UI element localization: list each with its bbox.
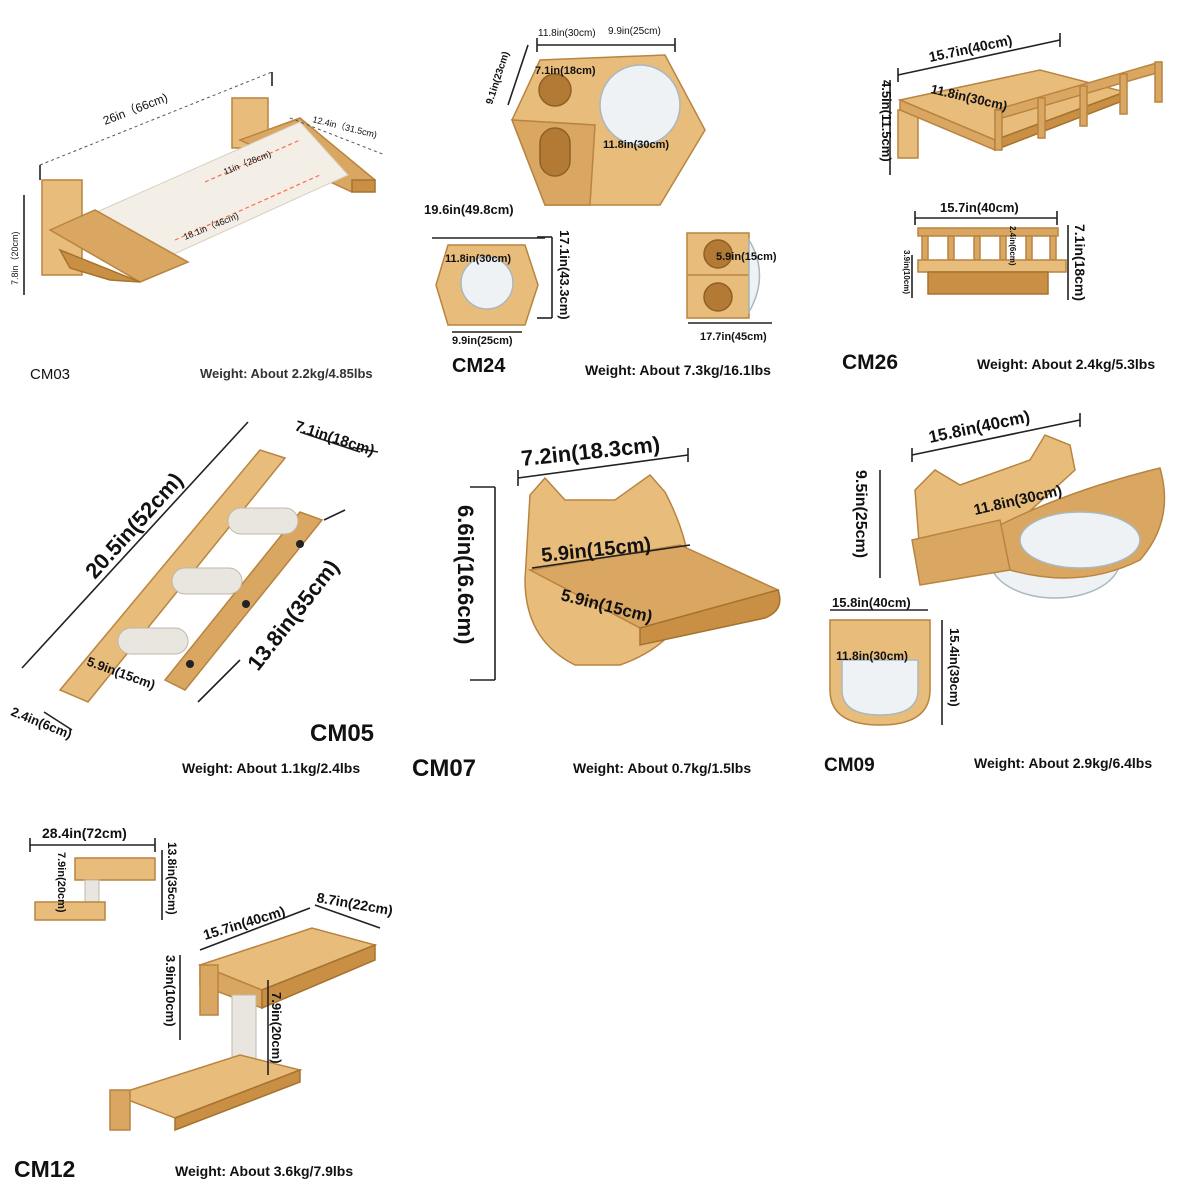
- cm12-dim-height: 13.8in(35cm): [165, 842, 179, 915]
- cm24-dim-hole: 7.1in(18cm): [535, 65, 596, 77]
- cm26-weight: Weight: About 2.4kg/5.3lbs: [977, 356, 1156, 372]
- cm09-dim-top-width: 15.8in(40cm): [832, 595, 911, 610]
- cm05-weight: Weight: About 1.1kg/2.4lbs: [182, 760, 361, 776]
- cm26-dim-front-length: 15.7in(40cm): [940, 200, 1019, 215]
- cm09-dim-top-bowl: 11.8in(30cm): [836, 649, 908, 663]
- cm03-code: CM03: [30, 366, 71, 383]
- cm12-dim-shelf-depth: 8.7in(22cm): [315, 889, 394, 918]
- cm26-dim-height: 4.5in(11.5cm): [879, 80, 894, 162]
- cm09-illustration: [829, 413, 1166, 726]
- cm05-dim-thickness: 2.4in(6cm): [9, 704, 74, 742]
- cm24-illustration: [432, 38, 772, 333]
- cm12-dim-shelf-thick: 3.9in(10cm): [163, 955, 178, 1027]
- cm12-dim-post: 7.9in(20cm): [269, 992, 284, 1064]
- cm26-code: CM26: [842, 351, 899, 374]
- cm03-dim-length: 26in（66cm): [101, 90, 170, 127]
- cm07-dim-height: 6.6in(16.6cm): [453, 505, 478, 644]
- cm24-dim-bowl: 11.8in(30cm): [603, 139, 669, 151]
- cm24-dim-side: 9.1in(23cm): [484, 50, 511, 106]
- cm12-illustration: [29, 838, 381, 1132]
- cm26-dim-shelf: 3.9in(10cm): [902, 250, 911, 294]
- cm07-weight: Weight: About 0.7kg/1.5lbs: [573, 760, 752, 776]
- cm07-dim-width: 7.2in(18.3cm): [520, 432, 661, 471]
- cm26-illustration: [889, 33, 1163, 300]
- cm09-dim-height: 9.5in(25cm): [852, 470, 869, 558]
- cm03-illustration: [23, 71, 386, 295]
- cm03-weight: Weight: About 2.2kg/4.85lbs: [200, 366, 373, 381]
- cm12-dim-length: 28.4in(72cm): [42, 825, 127, 841]
- cm24-dim-top-b: 9.9in(25cm): [608, 26, 661, 37]
- cm24-dim-front-width: 19.6in(49.8cm): [424, 202, 514, 217]
- cm05-dim-width: 7.1in(18cm): [293, 418, 377, 460]
- cm24-dim-front-bowl: 11.8in(30cm): [445, 253, 511, 265]
- cm05-code: CM05: [310, 720, 375, 747]
- cm09-code: CM09: [824, 755, 875, 776]
- cm09-weight: Weight: About 2.9kg/6.4lbs: [974, 755, 1153, 771]
- cm24-dim-front-bottom: 9.9in(25cm): [452, 335, 513, 347]
- cm24-dim-side-width: 17.7in(45cm): [700, 331, 767, 343]
- cm12-dim-shelf-length: 15.7in(40cm): [201, 903, 287, 943]
- cm26-dim-rail: 2.4in(6cm): [1008, 226, 1017, 266]
- cm24-dim-side-hole: 5.9in(15cm): [716, 251, 777, 263]
- cm26-dim-front-height: 7.1in(18cm): [1072, 224, 1088, 301]
- cm24-dim-front-height: 17.1in(43.3cm): [557, 230, 572, 320]
- cm24-weight: Weight: About 7.3kg/16.1lbs: [585, 362, 771, 378]
- cm07-illustration: [470, 448, 781, 681]
- cm12-dim-small-gap: 7.9in(20cm): [55, 852, 67, 913]
- cm05-illustration: [21, 421, 379, 731]
- cm12-weight: Weight: About 3.6kg/7.9lbs: [175, 1163, 354, 1179]
- cm24-dim-top-a: 11.8in(30cm): [538, 28, 596, 39]
- cm03-dim-height: 7.8in（20cm): [10, 231, 20, 285]
- cm07-code: CM07: [412, 755, 477, 782]
- cm24-code: CM24: [452, 355, 506, 377]
- cm09-dim-top-depth: 15.4in(39cm): [947, 628, 962, 707]
- cm12-code: CM12: [14, 1156, 76, 1182]
